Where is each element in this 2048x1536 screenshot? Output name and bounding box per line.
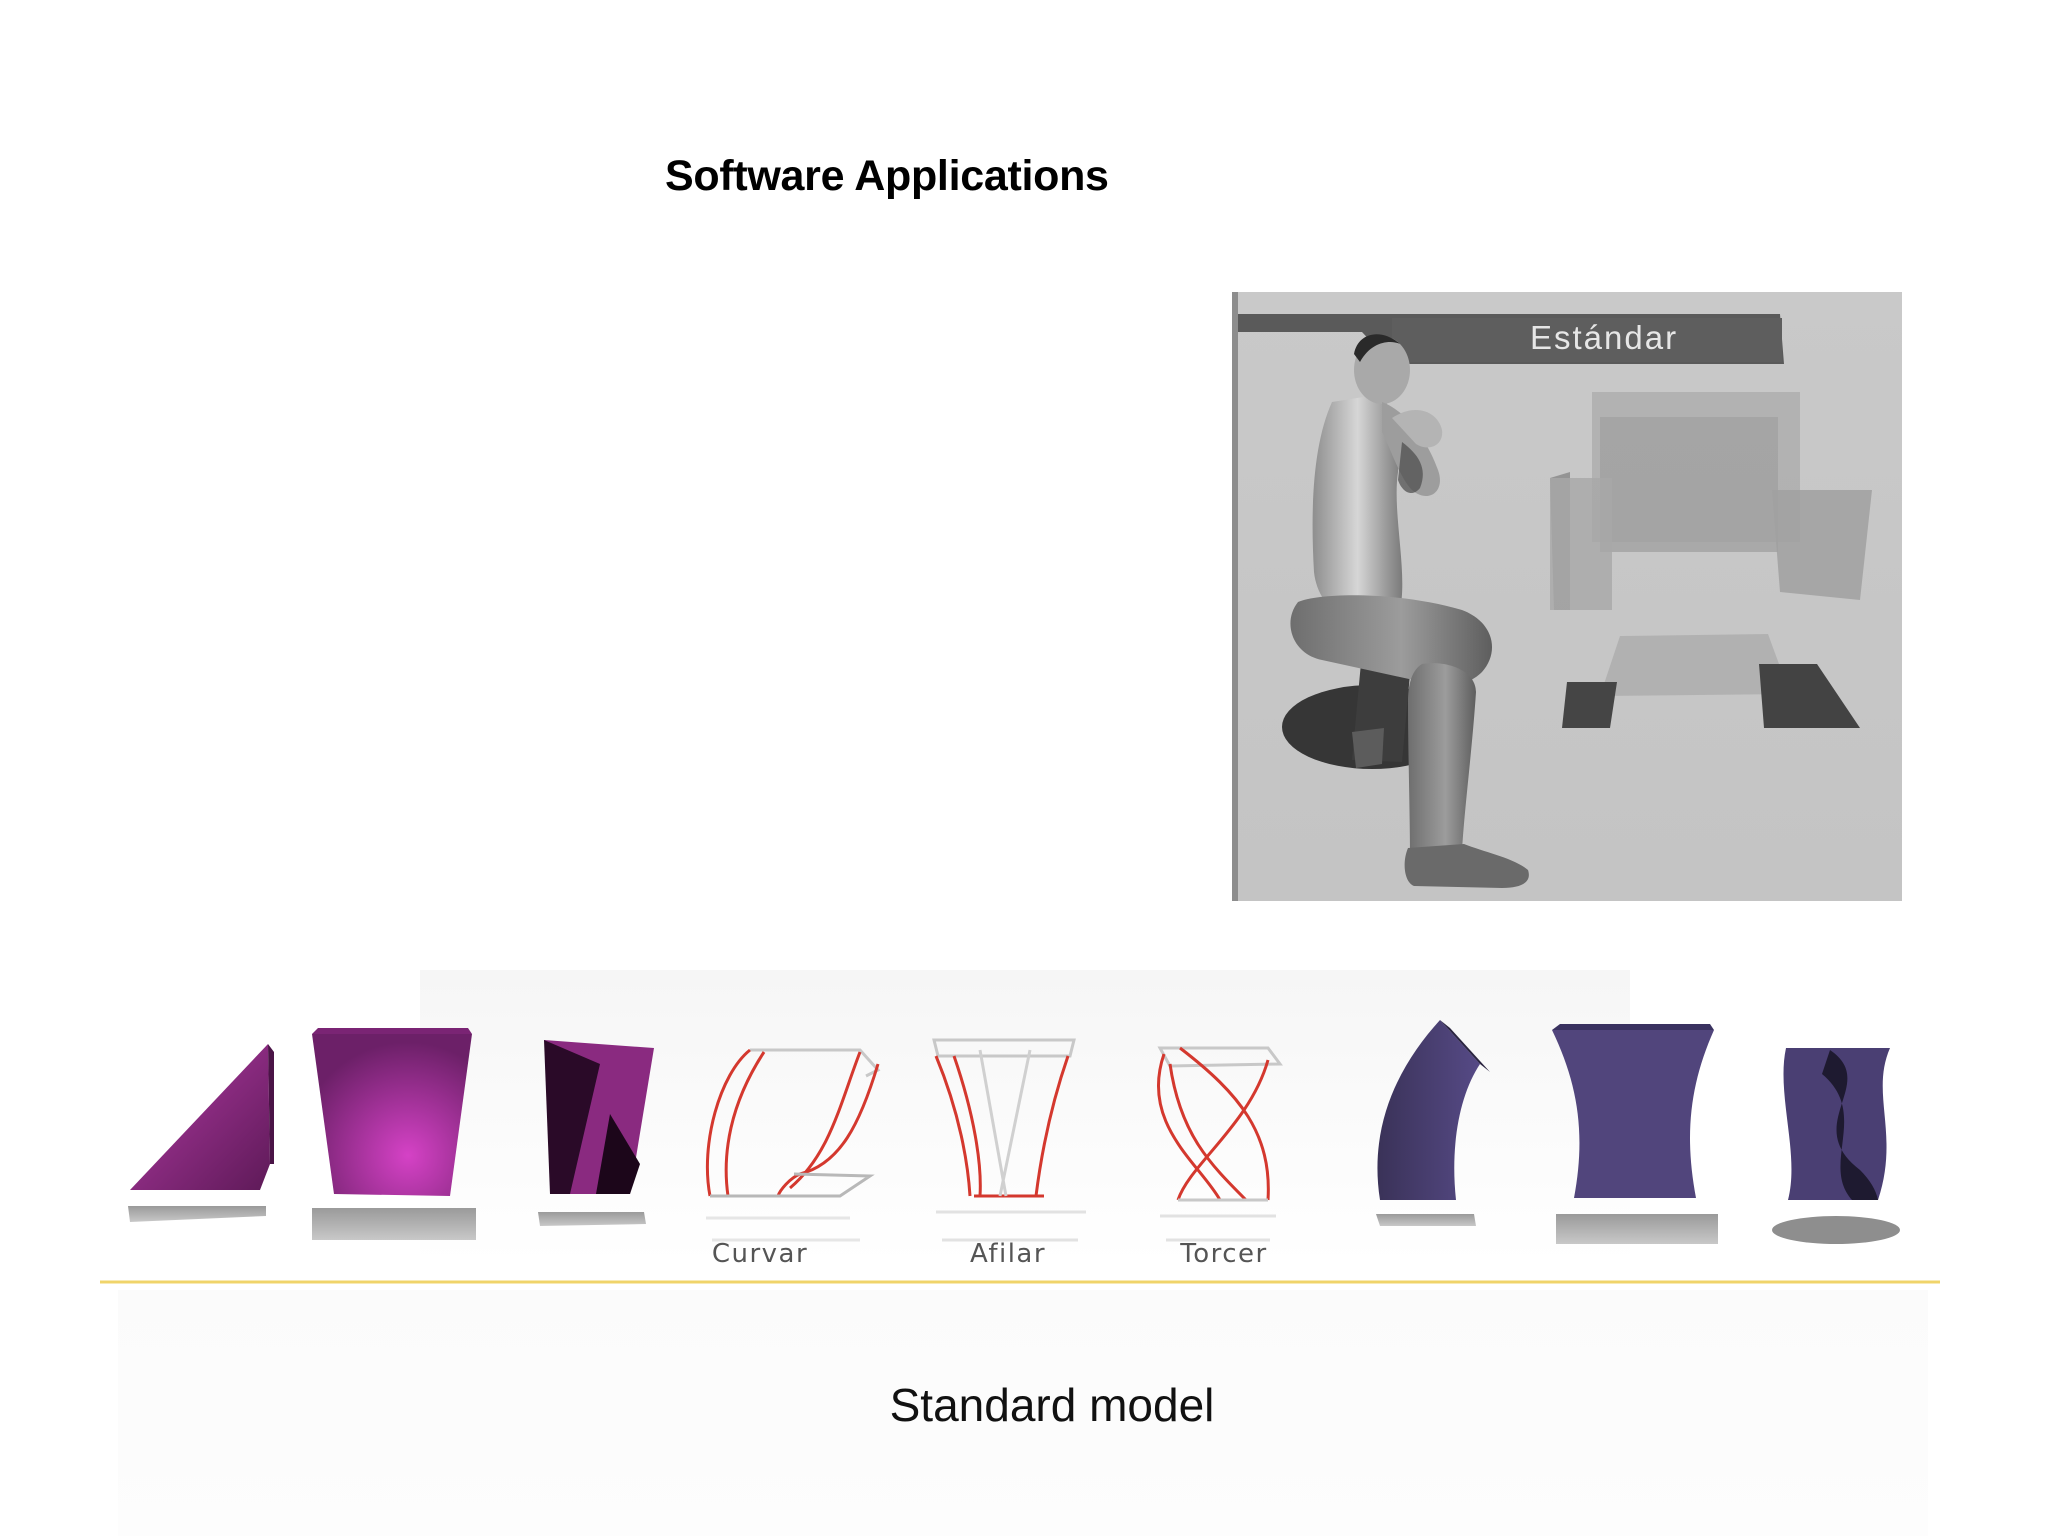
wireframe-twist (1156, 1046, 1283, 1242)
slide-title: Software Applications (665, 152, 1109, 200)
human-figure (1282, 334, 1529, 888)
deformation-strip: Curvar Afilar Torcer (100, 964, 1940, 1284)
purple-bend-shape (1376, 1020, 1490, 1226)
wireframe-bend (705, 1048, 881, 1242)
caption-background (118, 1290, 1928, 1536)
estandar-banner: Estándar (1238, 314, 1784, 364)
magenta-taper-shape (312, 1028, 476, 1240)
chair-model-render: Estándar (1232, 292, 1902, 901)
banner-label: Estándar (1530, 319, 1678, 356)
slide-caption: Standard model (889, 1379, 1215, 1431)
chair-volumes (1550, 392, 1872, 728)
label-afilar: Afilar (970, 1239, 1046, 1269)
purple-twist-shape (1772, 1048, 1900, 1244)
purple-taper-shape (1552, 1024, 1718, 1244)
magenta-twist-shape (538, 1040, 654, 1226)
magenta-bend-shape (128, 1044, 274, 1222)
wireframe-taper (932, 1038, 1086, 1242)
label-torcer: Torcer (1179, 1239, 1267, 1269)
label-curvar: Curvar (712, 1239, 808, 1269)
